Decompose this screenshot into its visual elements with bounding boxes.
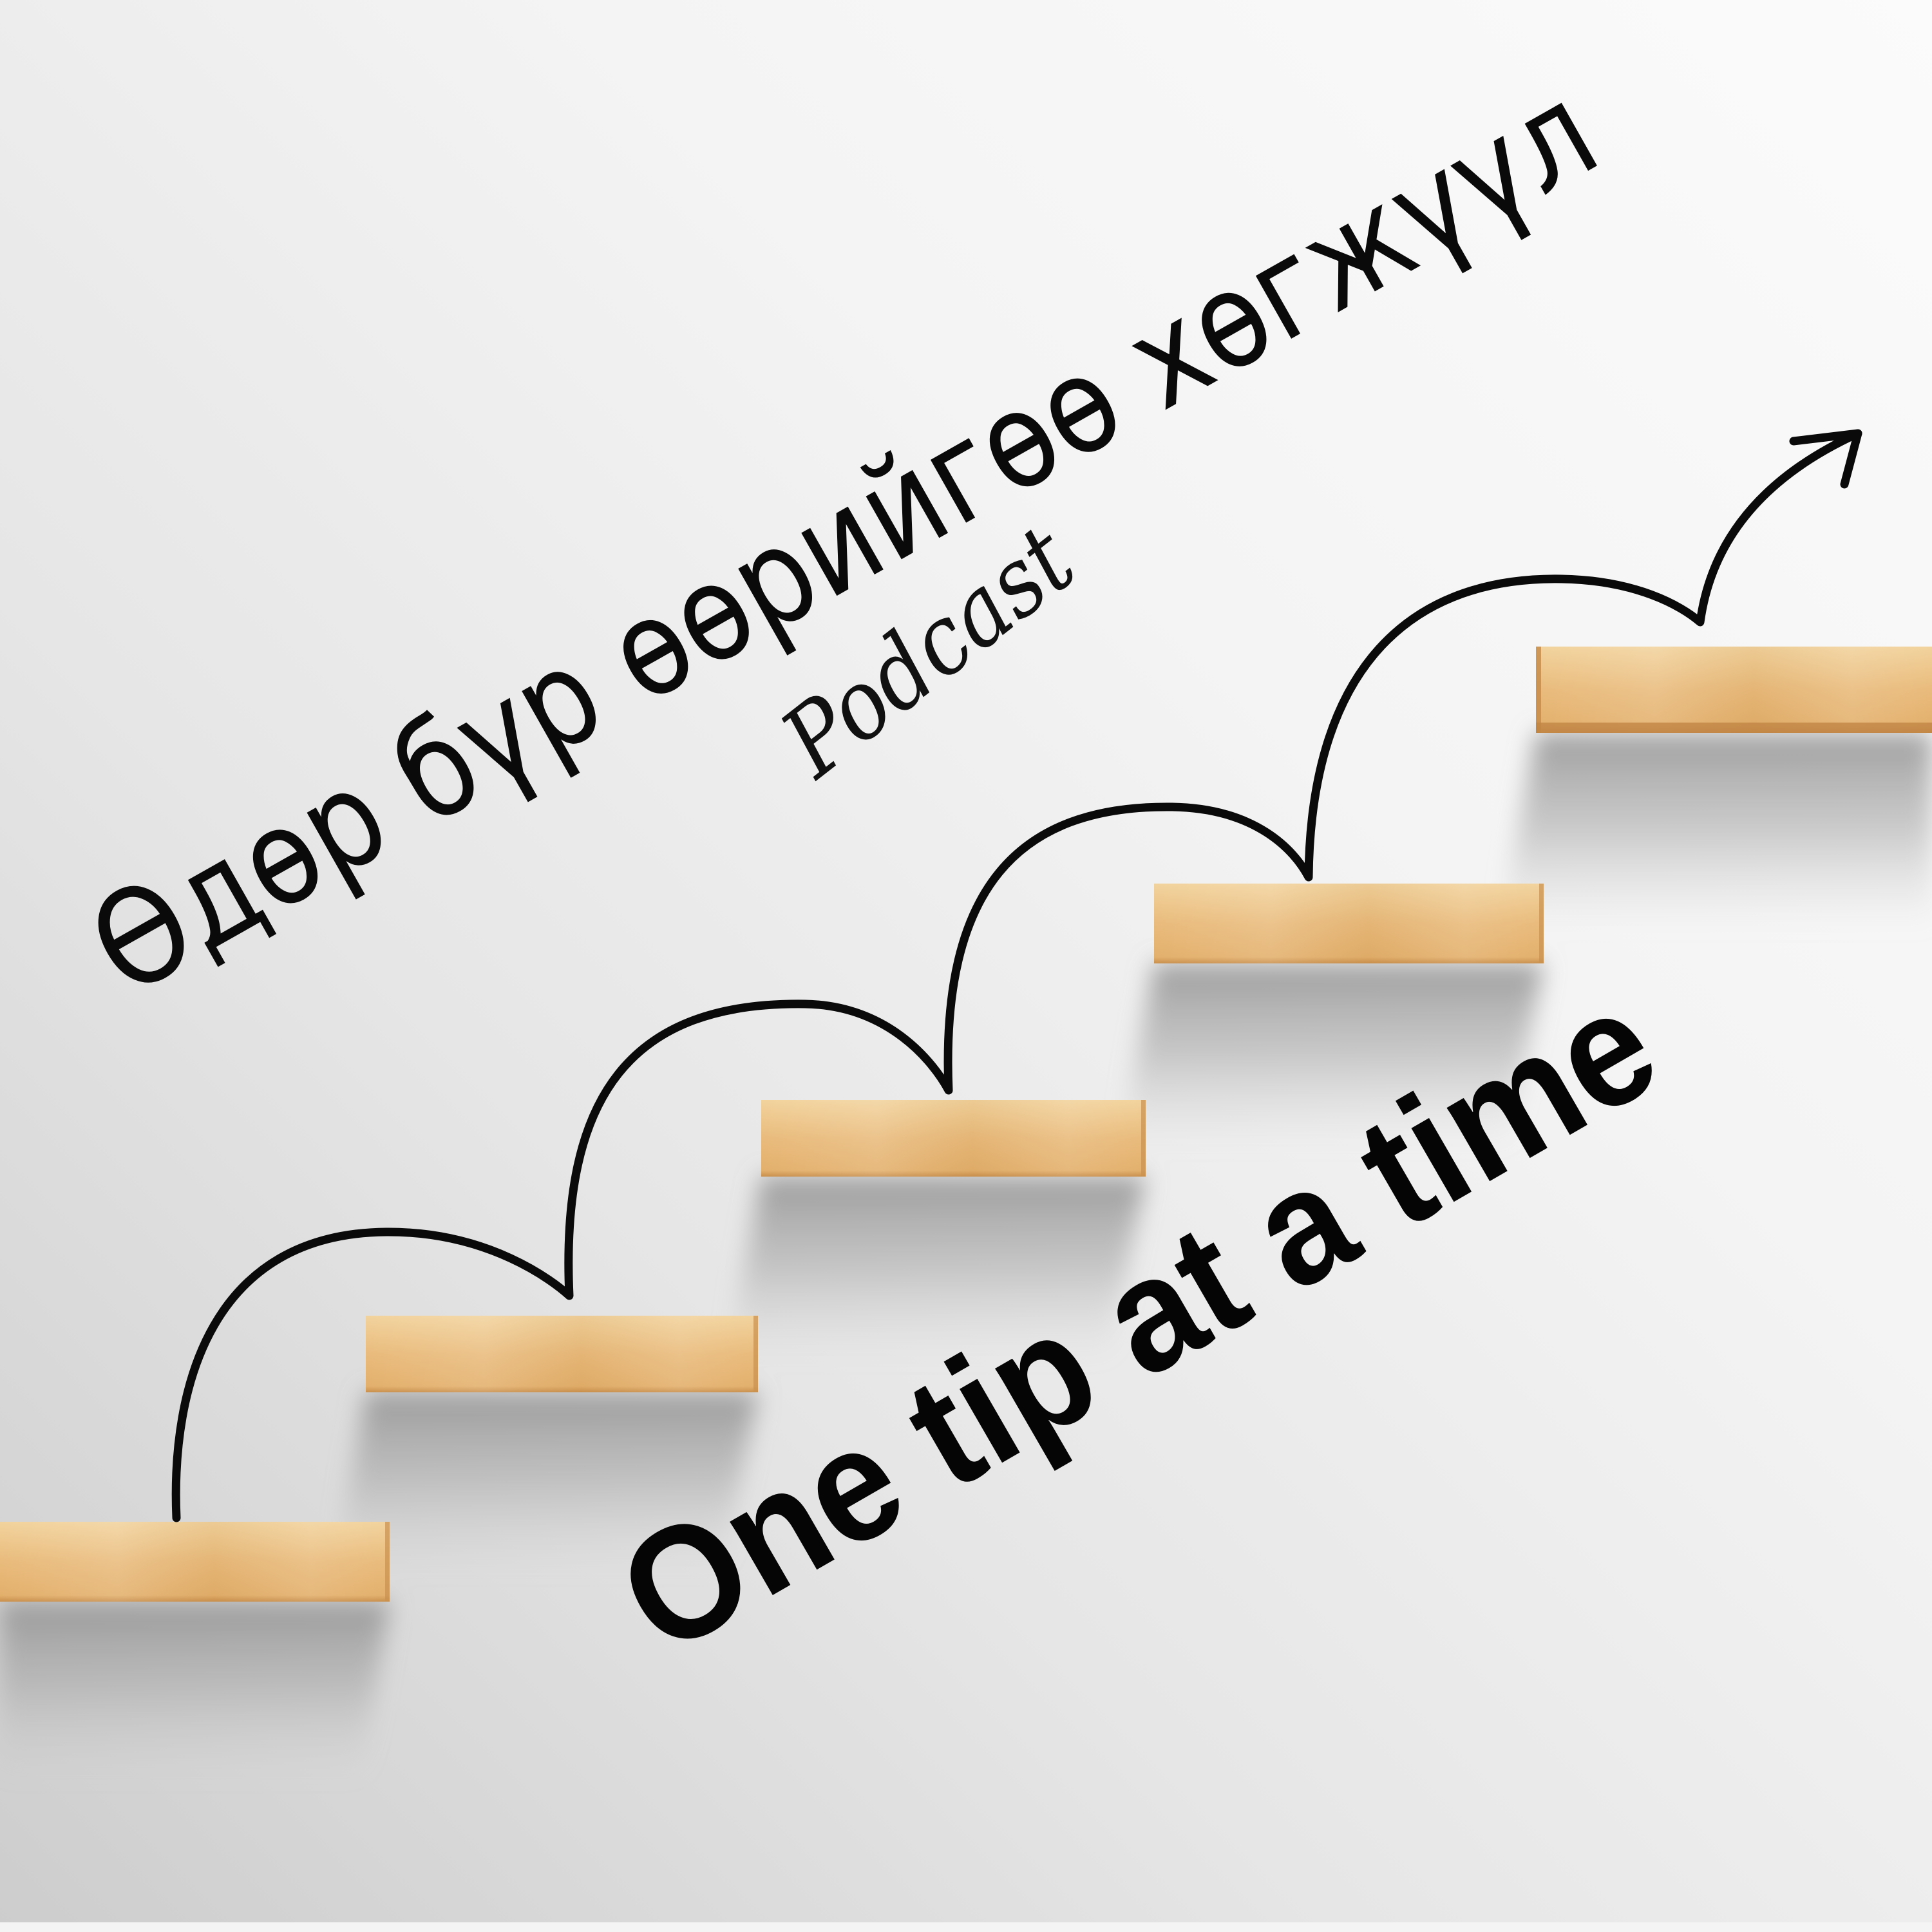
curved-arrow-icon [171, 429, 1862, 1522]
step-2 [366, 1316, 758, 1392]
step-1 [0, 1522, 390, 1602]
step-4 [1154, 884, 1544, 963]
step-3 [761, 1100, 1146, 1177]
wooden-steps [0, 647, 1932, 1602]
step-shadows [0, 733, 1932, 1777]
bottom-edge [0, 1922, 1932, 1932]
step-5 [1536, 647, 1932, 733]
